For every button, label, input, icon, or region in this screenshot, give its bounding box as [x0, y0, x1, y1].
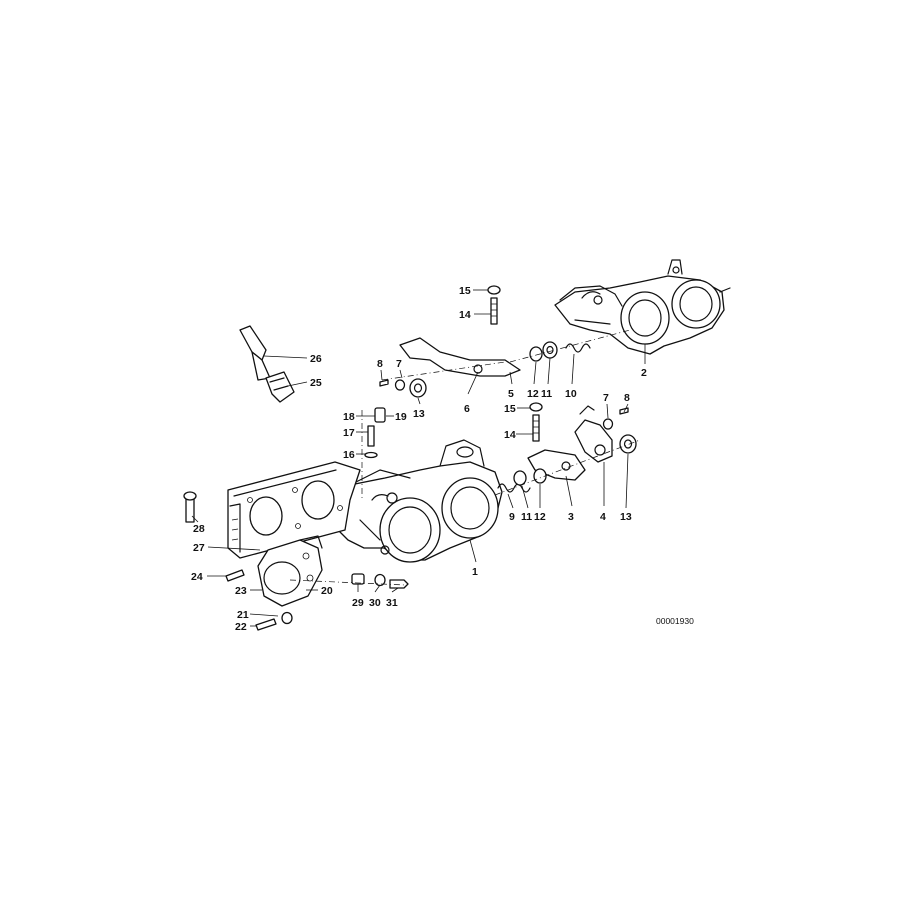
label-part-27: 27	[193, 542, 205, 554]
diagram-reference-number: 00001930	[656, 616, 694, 626]
label-part-31: 31	[386, 597, 398, 609]
label-part-12-upper: 12	[527, 388, 539, 400]
label-part-3: 3	[568, 511, 574, 523]
label-part-10: 10	[565, 388, 577, 400]
label-part-29: 29	[352, 597, 364, 609]
label-part-8-left: 8	[377, 358, 383, 370]
label-part-7-left: 7	[396, 358, 402, 370]
label-part-18: 18	[343, 411, 355, 423]
throttle-switch	[257, 535, 323, 607]
label-part-5: 5	[508, 388, 514, 400]
label-part-15-upper: 15	[459, 285, 471, 297]
label-part-23: 23	[235, 585, 247, 597]
gasket-plate	[227, 461, 361, 559]
label-part-21: 21	[237, 609, 249, 621]
label-part-30: 30	[369, 597, 381, 609]
label-part-25: 25	[310, 377, 322, 389]
label-part-19: 19	[395, 411, 407, 423]
label-part-14-upper: 14	[459, 309, 471, 321]
label-part-24: 24	[191, 571, 203, 583]
return-springs	[497, 343, 591, 493]
label-part-26: 26	[310, 353, 322, 365]
label-part-2: 2	[641, 367, 647, 379]
assembly-axes	[289, 329, 641, 586]
label-part-6: 6	[464, 403, 470, 415]
label-part-22: 22	[235, 621, 247, 633]
label-part-14-lower: 14	[504, 429, 516, 441]
throttle-housing-front	[329, 439, 503, 563]
washers-and-bushings	[374, 341, 637, 587]
label-part-7-right: 7	[603, 392, 609, 404]
label-part-17: 17	[343, 427, 355, 439]
part-number-labels: 1 2 3 4 5 6 7 7 8 8 9 10 11 11 12 12 13 …	[191, 285, 647, 633]
label-part-12-lower: 12	[534, 511, 546, 523]
throttle-housing-rear	[554, 259, 731, 355]
leader-lines	[191, 289, 646, 627]
label-part-4: 4	[600, 511, 606, 523]
label-part-1: 1	[472, 566, 478, 578]
label-part-9: 9	[509, 511, 515, 523]
label-part-20: 20	[321, 585, 333, 597]
label-part-8-right: 8	[624, 392, 630, 404]
label-part-13-right: 13	[620, 511, 632, 523]
label-part-11-upper: 11	[541, 388, 552, 400]
label-part-28: 28	[193, 523, 205, 535]
studs-and-screws	[183, 285, 629, 631]
label-part-16: 16	[343, 449, 355, 461]
label-part-11-lower: 11	[521, 511, 532, 523]
connector-plug	[239, 325, 295, 403]
label-part-13-left: 13	[413, 408, 425, 420]
label-part-15-lower: 15	[504, 403, 516, 415]
